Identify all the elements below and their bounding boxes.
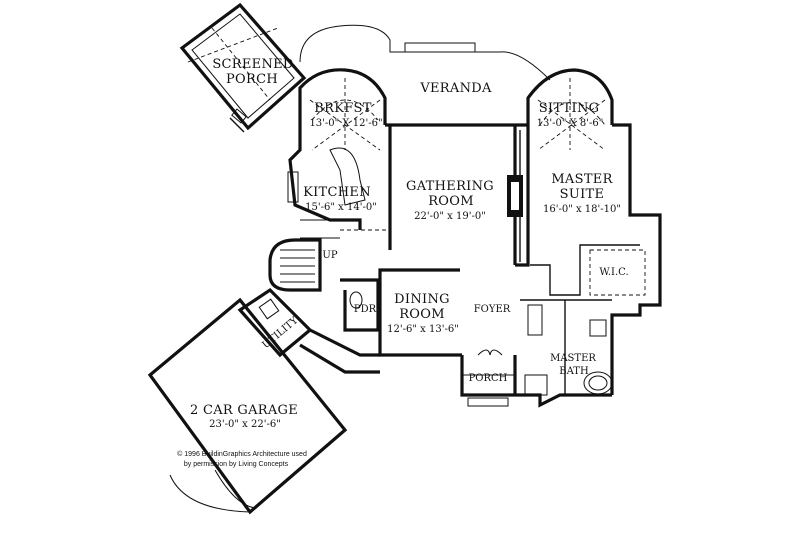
dining-label-2: ROOM [399, 307, 445, 322]
veranda-label: VERANDA [419, 81, 492, 96]
stair-structure [268, 238, 322, 292]
room-labels: SCREENED PORCH VERANDA BRKFST 13'-0" X 1… [177, 57, 629, 468]
master-bath-label-1: MASTER [550, 353, 596, 364]
copyright-line-2: by permission by Living Concepts [184, 461, 289, 468]
sitting-bay [526, 68, 614, 151]
pdr-label: PDR [354, 304, 377, 315]
pdr-utility-structure [237, 278, 380, 374]
porch-label: PORCH [469, 373, 508, 384]
foyer-label: FOYER [474, 304, 511, 315]
garage-dims: 23'-0" x 22'-6" [209, 419, 281, 430]
master-bath-label-2: BATH [559, 366, 589, 377]
master-suite-label-2: SUITE [560, 187, 605, 202]
screened-porch-structure [179, 2, 307, 133]
gathering-dims: 22'-0" x 19'-0" [414, 211, 486, 222]
master-suite-label-1: MASTER [551, 172, 613, 187]
dining-label-1: DINING [394, 292, 450, 307]
master-suite-dims: 16'-0" x 18'-10" [543, 204, 621, 215]
kitchen-dims: 15'-6" x 14'-0" [305, 202, 377, 213]
garage-label: 2 CAR GARAGE [190, 403, 298, 418]
up-label: UP [322, 250, 337, 261]
gathering-label-2: ROOM [428, 194, 474, 209]
breakfast-bay [298, 68, 387, 151]
kitchen-label: KITCHEN [303, 185, 371, 200]
veranda-structure [299, 24, 551, 81]
sitting-label: SITTING [539, 101, 600, 116]
copyright-line-1: © 1996 BuildinGraphics Architecture used [177, 450, 307, 458]
kitchen-structure [287, 110, 390, 239]
main-walls [378, 123, 662, 408]
screened-porch-label-1: SCREENED [212, 57, 293, 72]
brkfst-label: BRKFST [314, 101, 371, 116]
screened-porch-label-2: PORCH [226, 72, 278, 87]
dining-dims: 12'-6" x 13'-6" [387, 324, 459, 335]
sitting-dims: 13'-0" X 8'-6" [537, 118, 604, 129]
wic-label: W.I.C. [599, 267, 628, 278]
brkfst-dims: 13'-0" X 12'-6" [309, 118, 382, 129]
garage-structure [147, 297, 348, 515]
gathering-label-1: GATHERING [406, 179, 494, 194]
